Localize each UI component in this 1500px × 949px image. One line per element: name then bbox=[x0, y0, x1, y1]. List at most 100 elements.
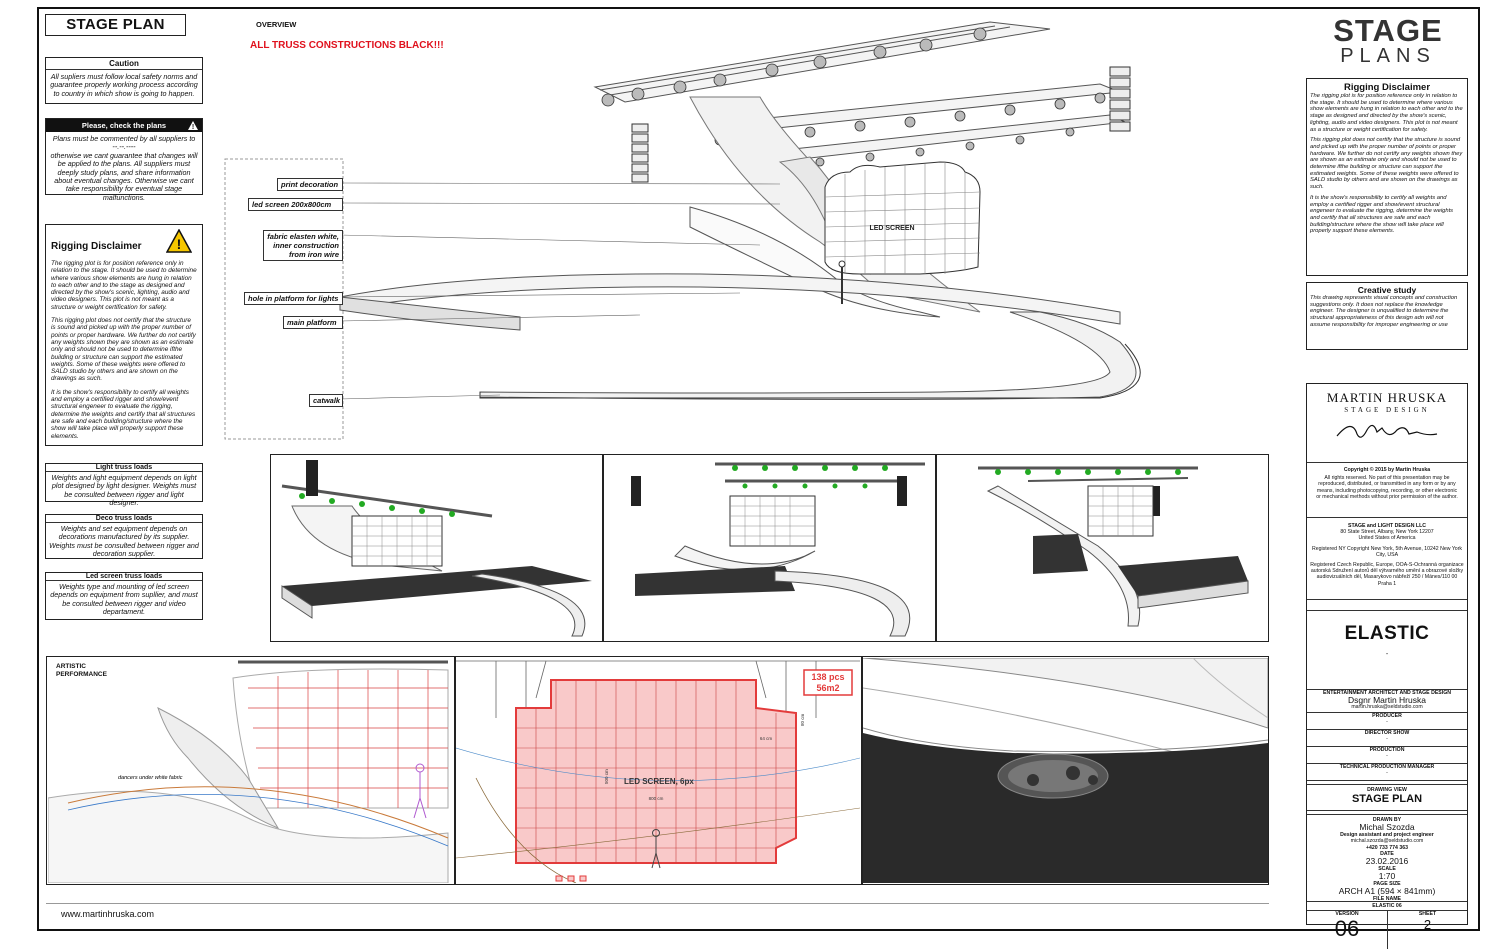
rigging-disclaimer-p2: This rigging plot does not certify that … bbox=[51, 317, 196, 383]
creative-study-title: Creative study bbox=[1357, 285, 1417, 295]
right-rigging-p1: The rigging plot is for position referen… bbox=[1310, 93, 1463, 133]
filename-value: ELASTIC 06 bbox=[1372, 902, 1402, 909]
director-block: DIRECTOR SHOW - bbox=[1307, 730, 1467, 747]
dim-800: 800 cm bbox=[649, 796, 664, 801]
brand-logo: STAGE PLANS bbox=[1318, 13, 1458, 67]
artistic-performance-view: dancers under white fabric bbox=[48, 660, 449, 883]
warning-icon: ! bbox=[188, 121, 198, 131]
footer-line bbox=[46, 903, 1269, 904]
callout-catwalk: catwalk bbox=[309, 394, 343, 407]
led-screen-label: LED SCREEN bbox=[869, 225, 914, 232]
check-plans-text: otherwise we cant guarantee that changes… bbox=[50, 150, 198, 202]
tpm-value: - bbox=[1386, 770, 1388, 777]
production-label: PRODUCTION bbox=[1369, 747, 1405, 753]
address1: 80 State Street, Albany, New York 12207 bbox=[1340, 529, 1434, 536]
logo-top: STAGE bbox=[1333, 13, 1443, 48]
logo-bottom: PLANS bbox=[1340, 45, 1436, 67]
registered-ny: Registered NY Copyright New York, 5th Av… bbox=[1311, 545, 1463, 558]
project-dash: - bbox=[1385, 651, 1389, 658]
platform-hole-detail bbox=[863, 658, 1268, 883]
rigging-disclaimer-p3: It is the show's responsibility to certi… bbox=[51, 388, 196, 440]
check-plans-line1: Plans must be commented by all suppliers… bbox=[52, 134, 196, 143]
deco-truss-title: Deco truss loads bbox=[46, 515, 202, 523]
light-truss-box: Light truss loads Weights and light equi… bbox=[45, 463, 203, 507]
right-rigging-p2: This rigging plot does not certify that … bbox=[1310, 137, 1463, 191]
drawn-phone: +420 733 774 363 bbox=[1366, 844, 1408, 851]
rigging-disclaimer-p1: The rigging plot is for position referen… bbox=[51, 260, 197, 311]
led-6px-label: LED SCREEN, 6px bbox=[624, 777, 694, 786]
check-plans-header: Please, check the plans ! bbox=[46, 119, 202, 132]
version-cell: VERSION 06 bbox=[1307, 911, 1388, 949]
led-screen-detail: 138 pcs 56m2 LED SCREEN, 6px 800 cm 64 c… bbox=[456, 660, 860, 883]
callout-led-screen: led screen 200x800cm bbox=[248, 198, 343, 211]
spacer bbox=[1307, 600, 1467, 611]
filename-label: FILE NAME bbox=[1373, 896, 1401, 903]
designer-block: ENTERTAINMENT ARCHITECT AND STAGE DESIGN… bbox=[1307, 690, 1467, 713]
version-sheet-block: VERSION 06 SHEET 2 bbox=[1307, 911, 1467, 949]
perspective-view-1 bbox=[281, 460, 592, 637]
title-block: MARTIN HRUSKA STAGE DESIGN Copyright © 2… bbox=[1306, 383, 1468, 949]
artistic-performance-label: ARTISTIC PERFORMANCE bbox=[56, 663, 107, 678]
drawing-view-block: DRAWING VIEW STAGE PLAN bbox=[1307, 785, 1467, 811]
date-value: 23.02.2016 bbox=[1365, 856, 1409, 867]
sheet-cell: SHEET 2 bbox=[1388, 911, 1467, 949]
dim-80: 80 cm bbox=[800, 713, 805, 726]
rights-text: All rights reserved. No part of this pre… bbox=[1316, 475, 1458, 500]
spacer bbox=[1307, 902, 1467, 911]
drawn-name: Michal Szozda bbox=[1359, 822, 1415, 833]
page-title-box: STAGE PLAN bbox=[45, 14, 186, 36]
signature-icon bbox=[1336, 424, 1438, 438]
producer-value: - bbox=[1386, 719, 1388, 726]
drawing-view-value: STAGE PLAN bbox=[1351, 793, 1423, 806]
check-plans-date: --.--.---- bbox=[112, 142, 136, 152]
drawn-mail: michal.szozda@seldstudio.com bbox=[1350, 838, 1424, 845]
light-truss-text: Weights and light equipment depends on l… bbox=[51, 473, 197, 508]
callout-hole-platform: hole in platform for lights bbox=[244, 292, 343, 305]
creative-study-box: Creative study This drawing represents v… bbox=[1306, 282, 1468, 350]
view-divider bbox=[935, 454, 937, 642]
drawing-sheet bbox=[37, 7, 1480, 931]
deco-truss-text: Weights and set equipment depends on dec… bbox=[49, 524, 199, 559]
drawing-view-label: DRAWING VIEW bbox=[1367, 787, 1407, 793]
view-divider bbox=[861, 656, 863, 885]
director-value: - bbox=[1386, 736, 1388, 743]
callout-fabric: fabric elasten white, inner construction… bbox=[263, 230, 343, 261]
project-block: ELASTIC - bbox=[1307, 623, 1467, 690]
pagesize-value: ARCH A1 (594 × 841mm) bbox=[1338, 886, 1436, 897]
footer-url[interactable]: www.martinhruska.com bbox=[61, 909, 155, 919]
overview-drawing: LED SCREEN bbox=[224, 21, 1141, 440]
address2: United States of America bbox=[1358, 535, 1416, 542]
perspective-view-3 bbox=[978, 466, 1249, 627]
company-block: STAGE and LIGHT DESIGN LLC 80 State Stre… bbox=[1307, 518, 1467, 600]
tpm-block: TECHNICAL PRODUCTION MANAGER - bbox=[1307, 764, 1467, 781]
role1: ENTERTAINMENT ARCHITECT AND STAGE DESIGN bbox=[1323, 690, 1451, 696]
brand-name: MARTIN HRUSKA bbox=[1326, 390, 1448, 405]
spacer bbox=[1307, 811, 1467, 815]
check-plans-box: Please, check the plans ! Plans must be … bbox=[45, 118, 203, 202]
sheet-value: 2 bbox=[1423, 917, 1432, 933]
view-divider bbox=[454, 656, 456, 885]
drawn-label: DRAWN BY bbox=[1372, 817, 1402, 823]
version-value: 06 bbox=[1334, 916, 1360, 942]
date-label: DATE bbox=[1380, 850, 1394, 857]
rigging-disclaimer-title: Rigging Disclaimer bbox=[51, 241, 142, 252]
caution-title: Caution bbox=[46, 58, 202, 70]
led-truss-box: Led screen truss loads Weights type and … bbox=[45, 572, 203, 620]
copyright: Copyright © 2015 by Martin Hruska bbox=[1343, 467, 1431, 473]
callout-print-decoration: print decoration bbox=[277, 178, 343, 191]
scale-label: SCALE bbox=[1378, 866, 1396, 873]
svg-text:!: ! bbox=[177, 236, 182, 252]
version-label: VERSION bbox=[1335, 911, 1359, 917]
production-block: PRODUCTION - bbox=[1307, 747, 1467, 764]
right-rigging-title: Rigging Disclaimer bbox=[1343, 82, 1431, 93]
role1-mail: martin.hruska@seldstudio.com bbox=[1351, 704, 1423, 711]
dancers-label: dancers under white fabric bbox=[118, 775, 183, 781]
perspective-view-2 bbox=[631, 462, 925, 637]
registered-cz: Registered Czech Republic, Europe, OOA-S… bbox=[1310, 562, 1464, 587]
rigging-disclaimer-box: Rigging Disclaimer ! The rigging plot is… bbox=[45, 224, 203, 446]
brand-block: MARTIN HRUSKA STAGE DESIGN bbox=[1307, 390, 1467, 463]
production-value: - bbox=[1386, 753, 1388, 760]
producer-label: PRODUCER bbox=[1372, 713, 1402, 719]
led-truss-text: Weights type and mounting of led screen … bbox=[50, 582, 198, 617]
drawn-block: DRAWN BY Michal Szozda Design assistant … bbox=[1307, 815, 1467, 909]
